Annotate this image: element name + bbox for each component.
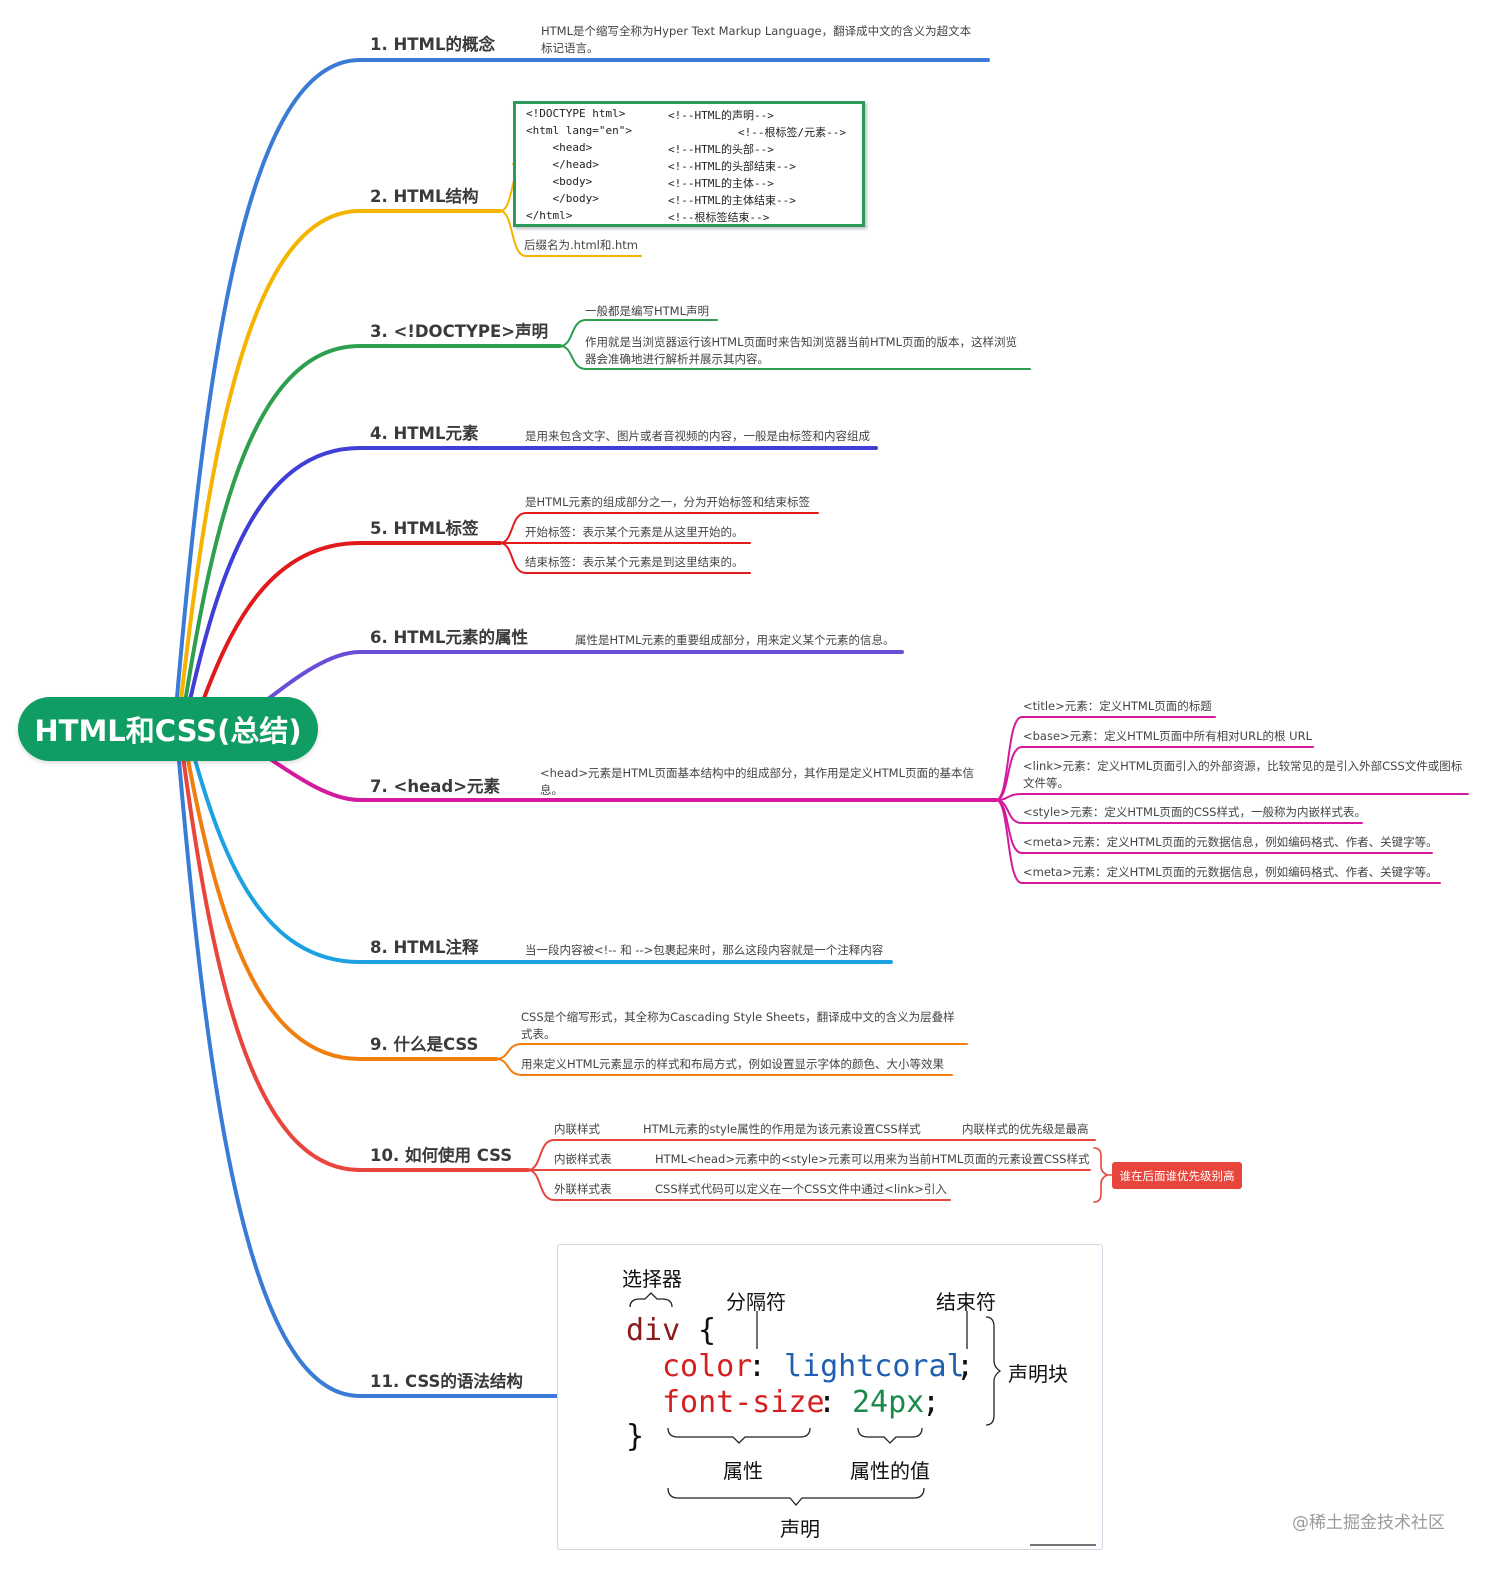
branch-2-leaf: 后缀名为.html和.htm bbox=[524, 238, 639, 252]
sub-connector bbox=[499, 210, 642, 257]
branch-6-title[interactable]: 6. HTML元素的属性 bbox=[370, 628, 528, 647]
sub-connector bbox=[499, 542, 751, 574]
branch-9-leaf-2: 用来定义HTML元素显示的样式和布局方式，例如设置显示字体的颜色、大小等效果 bbox=[521, 1057, 944, 1071]
priority-badge[interactable]: 谁在后面谁优先级别高 bbox=[1112, 1162, 1242, 1189]
code-comment: <!--HTML的主体结束--> bbox=[668, 194, 796, 207]
sub-connector bbox=[495, 1058, 953, 1076]
block-label: 声明块 bbox=[1008, 1362, 1068, 1386]
css-semicolon-2: ; bbox=[922, 1385, 941, 1420]
sub-connector bbox=[995, 746, 1314, 801]
branch-connector-9 bbox=[184, 747, 498, 1061]
code-line: </head> bbox=[526, 158, 599, 171]
css-method-name: 外联样式表 bbox=[554, 1182, 612, 1196]
branch-6-leaf: 属性是HTML元素的重要组成部分，用来定义某个元素的信息。 bbox=[575, 633, 895, 647]
branch-connector-6 bbox=[253, 650, 904, 711]
value-label: 属性的值 bbox=[850, 1459, 930, 1483]
branch-8-leaf: 当一段内容被<!-- 和 -->包裹起来时，那么这段内容就是一个注释内容 bbox=[525, 943, 884, 957]
css-method-desc: HTML<head>元素中的<style>元素可以用来为当前HTML页面的元素设… bbox=[655, 1152, 1090, 1166]
summary-bracket bbox=[1093, 1147, 1109, 1203]
branch-connector-11 bbox=[176, 747, 559, 1398]
code-comment: <!--HTML的头部--> bbox=[668, 143, 774, 156]
branch-connector-5 bbox=[198, 541, 502, 711]
branch-5-leaf-2: 开始标签：表示某个元素是从这里开始的。 bbox=[525, 525, 744, 539]
html-structure-code-box: <!DOCTYPE html> <!--HTML的声明--> <html lan… bbox=[513, 101, 865, 227]
css-syntax-card: 选择器 分隔符 结束符 声明块 属性 属性的值 声明 div { color :… bbox=[557, 1244, 1103, 1550]
branch-connector-2 bbox=[178, 209, 502, 711]
css-value-1: lightcoral bbox=[784, 1349, 965, 1384]
code-line: <!DOCTYPE html> bbox=[526, 107, 626, 120]
sub-connector bbox=[527, 1139, 1096, 1171]
sub-connector bbox=[559, 319, 718, 347]
branch-8-title[interactable]: 8. HTML注释 bbox=[370, 938, 479, 957]
branch-connector-10 bbox=[180, 747, 530, 1172]
watermark: @稀土掘金技术社区 bbox=[1292, 1513, 1445, 1533]
head-child-meta-1: <meta>元素：定义HTML页面的元数据信息，例如编码格式、作者、关键字等。 bbox=[1023, 835, 1438, 849]
css-property-2: font-size bbox=[662, 1385, 825, 1420]
branch-1-title[interactable]: 1. HTML的概念 bbox=[370, 35, 495, 54]
branch-1-leaf: HTML是个缩写全称为Hyper Text Markup Language，翻译… bbox=[541, 24, 972, 55]
css-property-1: color bbox=[662, 1349, 753, 1384]
code-comment: <!--根标签结束--> bbox=[668, 211, 770, 224]
code-comment: <!--HTML的声明--> bbox=[668, 109, 774, 122]
branch-4-leaf: 是用来包含文字、图片或者音视频的内容，一般是由标签和内容组成 bbox=[525, 429, 870, 443]
head-child-style: <style>元素：定义HTML页面的CSS样式，一般称为内嵌样式表。 bbox=[1023, 805, 1366, 819]
root-node[interactable]: HTML和CSS(总结) bbox=[18, 697, 318, 761]
branch-connector-4 bbox=[186, 446, 878, 711]
head-child-base: <base>元素：定义HTML页面中所有相对URL的根 URL bbox=[1023, 729, 1312, 743]
branch-5-title[interactable]: 5. HTML标签 bbox=[370, 519, 479, 538]
branch-9-title[interactable]: 9. 什么是CSS bbox=[370, 1035, 479, 1054]
branch-5-leaf-1: 是HTML元素的组成部分之一，分为开始标签和结束标签 bbox=[525, 495, 810, 509]
branch-connector-8 bbox=[190, 747, 893, 964]
code-line: </body> bbox=[526, 192, 599, 205]
css-close-brace: } bbox=[626, 1419, 645, 1454]
head-child-link: <link>元素：定义HTML页面引入的外部资源，比较常见的是引入外部CSS文件… bbox=[1023, 759, 1463, 790]
css-method-name: 内嵌样式表 bbox=[554, 1152, 612, 1166]
branch-2-title[interactable]: 2. HTML结构 bbox=[370, 187, 479, 206]
branch-7-leaf: <head>元素是HTML页面基本结构中的组成部分，其作用是定义HTML页面的基… bbox=[540, 766, 974, 797]
css-open-brace: { bbox=[698, 1313, 717, 1348]
sub-connector bbox=[499, 512, 819, 544]
selector-label: 选择器 bbox=[622, 1267, 682, 1291]
code-line: <html lang="en"> bbox=[526, 124, 632, 137]
code-comment: <!--HTML的主体--> bbox=[668, 177, 774, 190]
head-child-meta-2: <meta>元素：定义HTML页面的元数据信息，例如编码格式、作者、关键字等。 bbox=[1023, 865, 1438, 879]
code-line: </html> bbox=[526, 209, 573, 222]
branch-connector-1 bbox=[174, 58, 990, 711]
branch-3-leaf-2: 作用就是当浏览器运行该HTML页面时来告知浏览器当前HTML页面的版本，这样浏览… bbox=[585, 335, 1017, 366]
sub-connector bbox=[559, 345, 1031, 370]
declaration-label: 声明 bbox=[780, 1517, 820, 1541]
branch-10-title[interactable]: 10. 如何使用 CSS bbox=[370, 1146, 513, 1165]
branch-connector-3 bbox=[182, 344, 562, 711]
code-line: <body> bbox=[526, 175, 593, 188]
css-selector: div bbox=[626, 1313, 681, 1348]
code-comment: <!--HTML的头部结束--> bbox=[668, 160, 796, 173]
sub-connector bbox=[995, 799, 1441, 884]
branch-7-title[interactable]: 7. <head>元素 bbox=[370, 777, 501, 796]
branch-11-title[interactable]: 11. CSS的语法结构 bbox=[370, 1372, 523, 1391]
css-value-2: 24px bbox=[852, 1385, 925, 1420]
css-method-desc: CSS样式代码可以定义在一个CSS文件中通过<link>引入 bbox=[655, 1182, 947, 1196]
sub-connector bbox=[995, 793, 1469, 801]
property-label: 属性 bbox=[723, 1459, 763, 1483]
branch-3-title[interactable]: 3. <!DOCTYPE>声明 bbox=[370, 322, 549, 341]
code-line: <head> bbox=[526, 141, 593, 154]
css-colon-1: : bbox=[748, 1349, 767, 1384]
css-method-name: 内联样式 bbox=[554, 1122, 600, 1136]
head-child-title: <title>元素：定义HTML页面的标题 bbox=[1023, 699, 1212, 713]
branch-4-title[interactable]: 4. HTML元素 bbox=[370, 424, 479, 443]
sub-connector bbox=[995, 716, 1216, 801]
css-method-note: 内联样式的优先级是最高 bbox=[962, 1122, 1089, 1136]
branch-9-leaf-1: CSS是个缩写形式，其全称为Cascading Style Sheets，翻译成… bbox=[521, 1010, 955, 1041]
code-comment: <!--根标签/元素--> bbox=[738, 126, 846, 139]
css-syntax-annotations bbox=[629, 1292, 1096, 1546]
css-semicolon-1: ; bbox=[956, 1349, 975, 1384]
css-method-desc: HTML元素的style属性的作用是为该元素设置CSS样式 bbox=[643, 1122, 921, 1136]
branch-3-leaf-1: 一般都是编写HTML声明 bbox=[585, 304, 710, 318]
css-colon-2: : bbox=[818, 1385, 837, 1420]
sub-connector bbox=[527, 1169, 951, 1201]
terminator-label: 结束符 bbox=[936, 1290, 996, 1314]
separator-label: 分隔符 bbox=[726, 1290, 786, 1314]
branch-5-leaf-3: 结束标签：表示某个元素是到这里结束的。 bbox=[525, 555, 744, 569]
